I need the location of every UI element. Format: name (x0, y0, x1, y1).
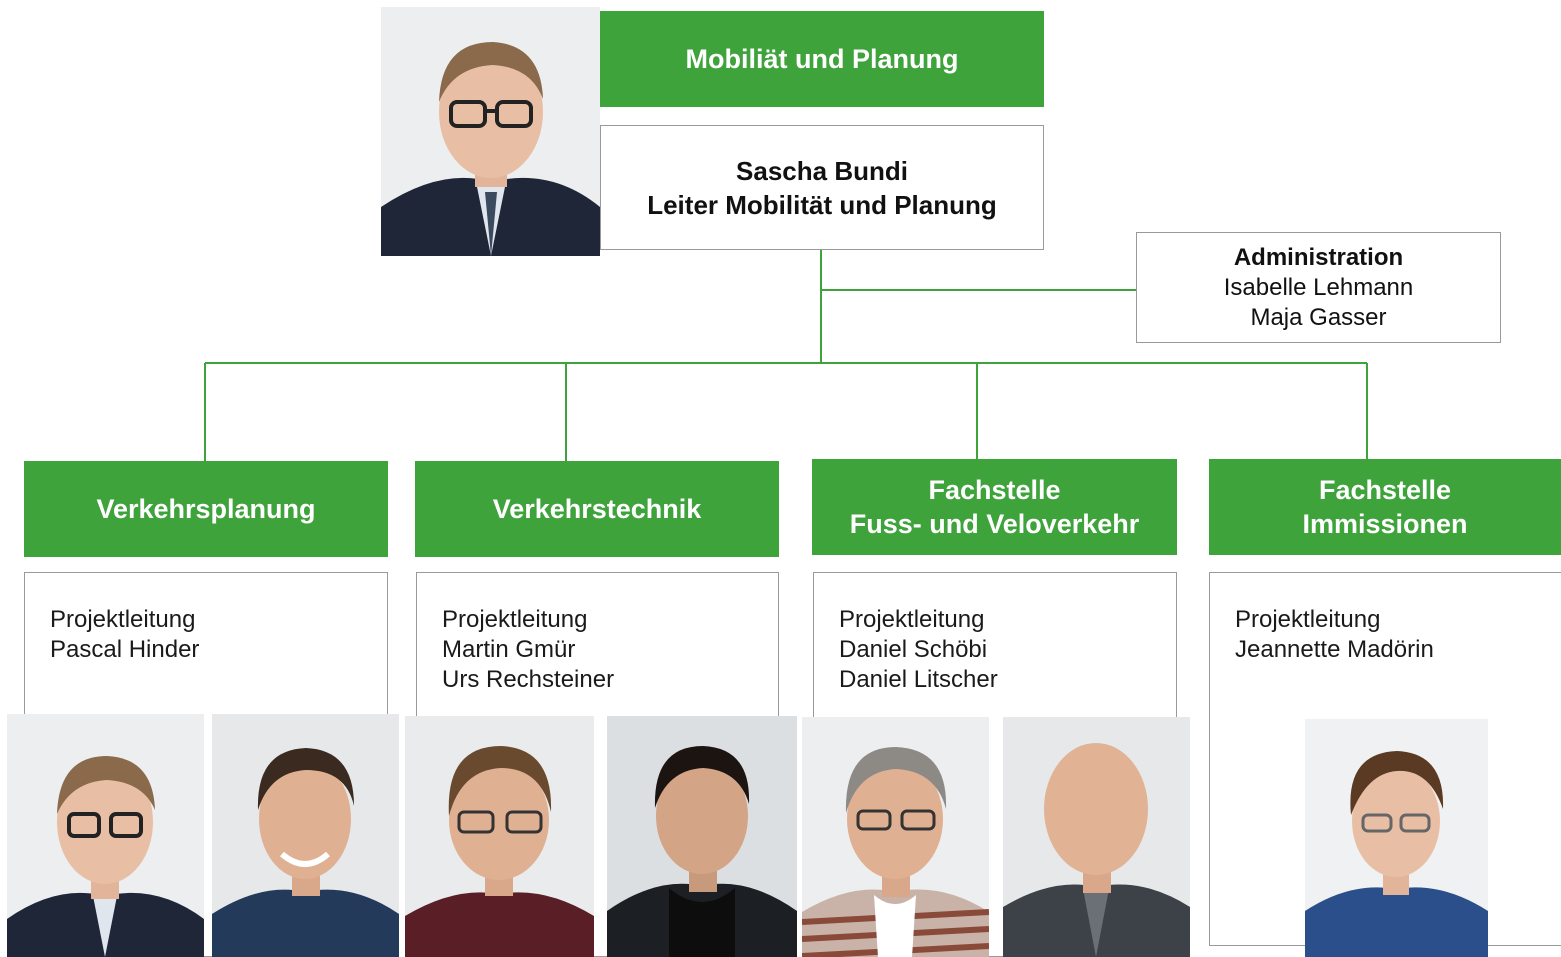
department-member: Martin Gmür (442, 636, 576, 663)
department-title: Immissionen (1302, 509, 1468, 539)
department-role: Projektleitung (442, 606, 588, 633)
department-member: Urs Rechsteiner (442, 666, 615, 693)
member-photo (1003, 717, 1190, 957)
leader-photo (381, 7, 600, 256)
leader-box: Sascha Bundi Leiter Mobilität und Planun… (600, 125, 1044, 250)
administration-title: Administration (1233, 243, 1404, 271)
department-member: Jeannette Madörin (1235, 636, 1434, 663)
department-member: Daniel Litscher (839, 666, 998, 693)
administration-member: Isabelle Lehmann (1223, 273, 1414, 301)
member-photo (607, 716, 797, 957)
leader-role: Leiter Mobilität und Planung (647, 189, 997, 220)
member-photo (1305, 719, 1488, 957)
unit-title-box: Mobiliät und Planung (600, 11, 1044, 107)
department-role: Projektleitung (50, 606, 196, 633)
member-photo (802, 717, 989, 957)
department-title-box: Fachstelle Fuss- und Veloverkehr (812, 459, 1177, 555)
department-role: Projektleitung (1235, 606, 1381, 633)
department-member: Pascal Hinder (50, 636, 200, 663)
department-title: Fachstelle (928, 475, 1061, 505)
department-title: Fuss- und Veloverkehr (849, 509, 1140, 539)
department-title: Verkehrsplanung (96, 493, 316, 524)
administration-member: Maja Gasser (1250, 303, 1387, 331)
department-role: Projektleitung (839, 606, 985, 633)
department-title: Verkehrstechnik (492, 493, 702, 524)
department-title-box: Verkehrstechnik (415, 461, 779, 557)
department-title-box: Fachstelle Immissionen (1209, 459, 1561, 555)
unit-title: Mobiliät und Planung (685, 43, 959, 74)
department-member: Daniel Schöbi (839, 636, 988, 663)
member-photo (7, 714, 204, 957)
administration-box: Administration Isabelle Lehmann Maja Gas… (1136, 232, 1501, 343)
member-photo (212, 714, 399, 957)
leader-name: Sascha Bundi (736, 155, 908, 186)
department-title: Fachstelle (1318, 475, 1452, 505)
member-photo (405, 716, 594, 957)
department-title-box: Verkehrsplanung (24, 461, 388, 557)
